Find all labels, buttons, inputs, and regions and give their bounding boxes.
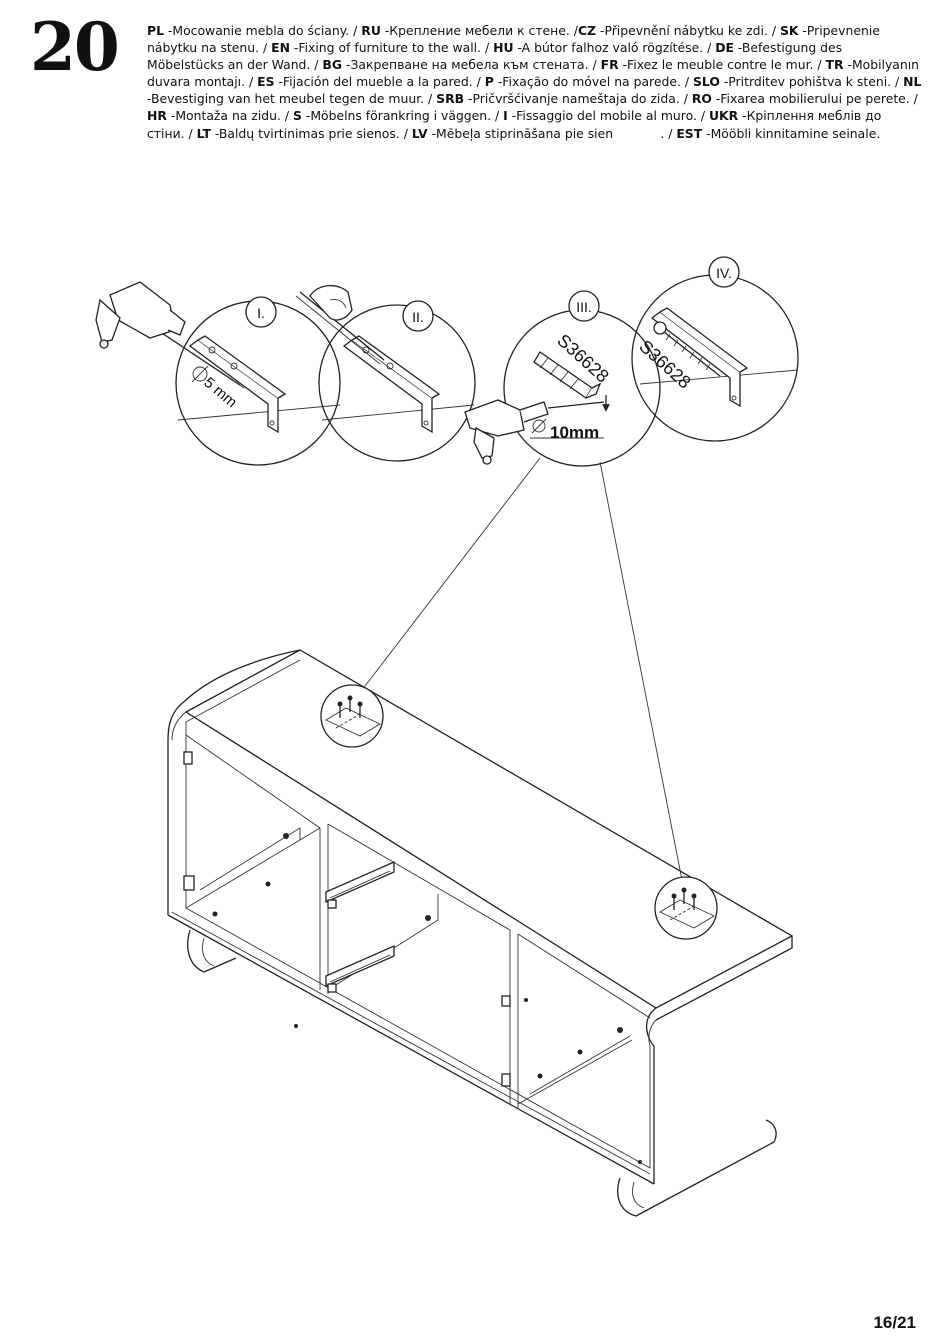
instruction-text: -Mobilyanın duvara montajı. / [147,57,923,90]
instruction-text: -Befestigung des Möbelstücks an der Wand… [147,40,847,73]
page-number: 16/21 [873,1313,916,1332]
cabinet-drawing [167,649,794,1217]
step-number: 20 [30,8,120,86]
language-code: TR [825,57,844,73]
detail-circle-2 [295,285,476,462]
instruction-text: -Připevnění nábytku ke zdi. / [596,23,780,38]
hinge-icon [501,995,511,1087]
detail-circle-4: S36628 [631,274,799,442]
bracket-position-detail-left [320,684,384,748]
instruction-text: -Pripevnenie nábytku na stenu. / [147,23,884,56]
leader-line-left [361,457,541,691]
language-code: HU [493,40,514,56]
hinge-icon [183,751,195,891]
language-code: DE [715,40,734,56]
instruction-text: -Кріплення меблів до стіни. / [147,108,886,141]
language-code: P [484,74,494,90]
instruction-text: -Fijación del mueble a la pared. / [274,74,485,90]
drill-diameter-label-3: 10mm [550,423,599,442]
instruction-text: -Fixing of furniture to the wall. / [289,40,494,56]
language-code: LV [411,125,428,141]
instruction-text: -Fixação do móvel na parede. / [493,74,693,90]
detail-circle-1: 5 mm [95,281,341,466]
detail-label-3: III. [568,290,600,322]
language-code: NL [903,74,922,90]
language-code: PL [147,23,164,38]
svg-text:IV.: IV. [716,265,732,281]
detail-label-2: II. [402,300,434,332]
language-code: S [292,108,302,124]
language-code: I [503,108,508,124]
instruction-text: -Möbelns förankring i väggen. / [301,108,504,124]
instruction-text: -Mēbeļa stiprināšana pie sien . / [427,125,677,141]
language-code: SK [779,23,799,38]
language-code: RU [361,23,381,38]
multilingual-instructions: PL -Mocowanie mebla do ściany. / RU -Кре… [147,22,922,142]
language-code: EN [271,40,290,56]
instruction-text: -Fixarea mobilierului pe perete. / [711,91,922,107]
language-code: CZ [577,23,597,38]
cabinet-leg-left [187,929,237,973]
svg-text:II.: II. [412,309,424,325]
instruction-text: -Закрепване на мебела към стената. / [342,57,601,73]
language-code: LT [196,125,211,141]
detail-label-1: I. [245,296,277,328]
cabinet-leg-right [617,1119,777,1217]
screw-icon [653,321,721,377]
instruction-text: -Baldų tvirtinimas prie sienos. / [210,125,412,141]
language-code: SLO [692,74,720,90]
bracket-position-detail-right [654,876,718,940]
language-code: SRB [436,91,465,107]
instruction-text: -Fissaggio del mobile al muro. / [507,108,709,124]
drill-icon [95,281,186,349]
instruction-text: -Bevestiging van het meubel tegen de muu… [147,74,926,107]
detail-circle-3: S36628 10mm [464,309,661,467]
drill-icon [464,399,605,465]
language-code: UKR [708,108,739,124]
hand-pencil-icon [295,285,385,365]
language-code: HR [147,108,167,124]
wall-plug-icon [533,351,602,399]
language-code: ES [257,74,275,90]
instruction-text: -Mööbli kinnitamine seinale. [702,125,881,141]
instruction-text: -A bútor falhoz való rögzítése. / [513,40,716,56]
instruction-text: -Montaža na zidu. / [166,108,293,124]
language-code: EST [676,125,703,141]
svg-text:III.: III. [576,299,592,315]
instruction-text: -Pritrditev pohištva k steni. / [719,74,904,90]
instruction-text: -Pričvršćivanje nameštaja do zida. / [464,91,692,107]
instruction-text: -Mocowanie mebla do ściany. / [163,23,362,38]
drawer-runner-bottom [325,945,395,993]
leader-line-right [599,461,683,881]
detail-label-4: IV. [708,256,740,288]
language-code: RO [691,91,712,107]
drawer-runner-top [325,861,395,909]
instruction-text: -Fixez le meuble contre le mur. / [618,57,826,73]
language-code: FR [600,57,619,73]
language-code: BG [322,57,343,73]
svg-text:I.: I. [257,305,265,321]
instruction-text: -Крепление мебели к стене. / [380,23,578,38]
